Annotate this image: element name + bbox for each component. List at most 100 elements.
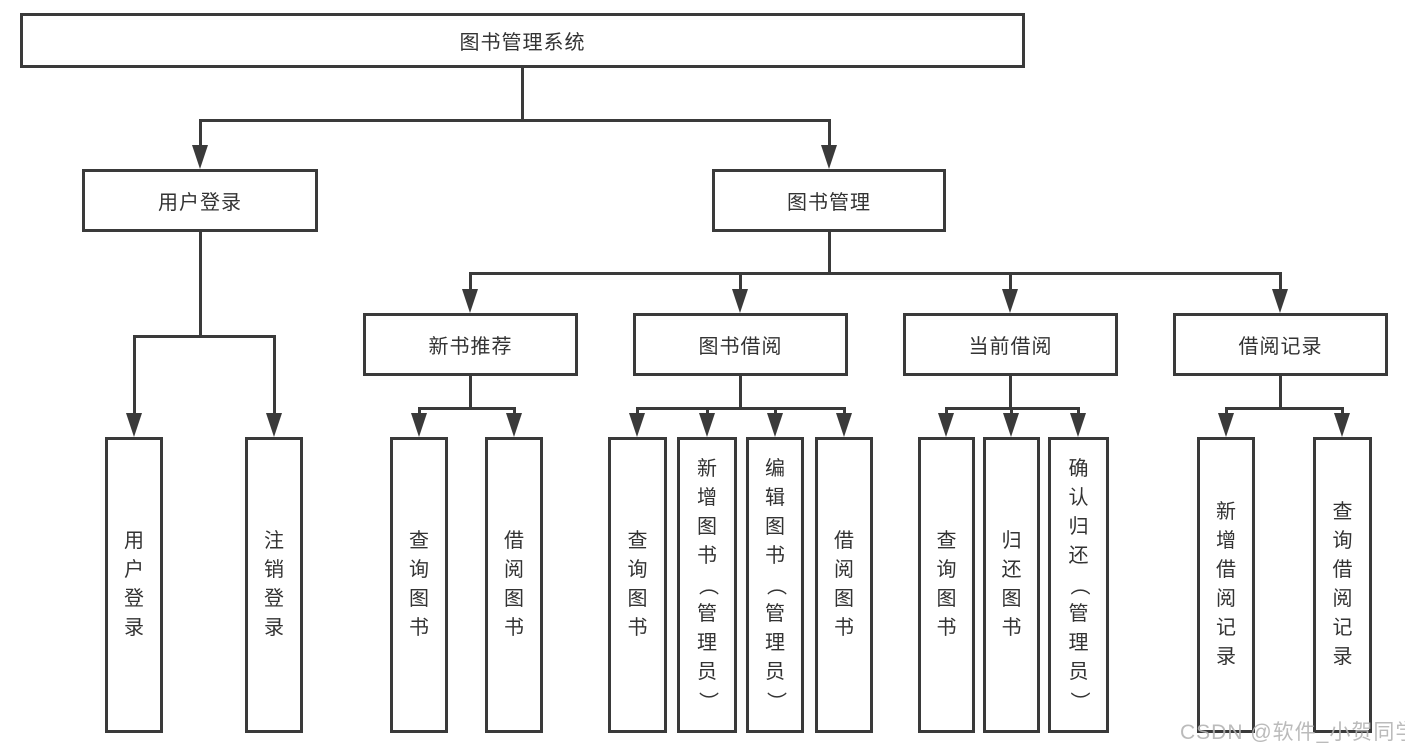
node-label-char: ） (696, 691, 719, 711)
node-label-char: 图 (936, 588, 957, 610)
node-label-char: 管 (697, 602, 717, 625)
connector-line (469, 272, 1282, 275)
node-label-char: 管 (765, 602, 785, 625)
node-label-char: 查 (1332, 501, 1353, 523)
node-label: 图书借阅 (698, 336, 783, 358)
node-leaf-query-borrow-record: 查询借阅记录 (1313, 437, 1372, 733)
connector-line (273, 335, 276, 413)
node-label: 用户登录 (158, 192, 242, 214)
connector-line (521, 68, 524, 122)
connector-line (133, 335, 276, 338)
connector-line (1010, 407, 1013, 413)
node-leaf-add-borrow-record: 新增借阅记录 (1197, 437, 1255, 733)
connector-line (1225, 407, 1228, 413)
node-label-char: 编 (765, 457, 785, 480)
arrow-down-icon (126, 413, 142, 437)
node-label-char: 书 (765, 544, 785, 567)
node-label: 图书管理系统 (459, 32, 586, 54)
node-label-char: 录 (1216, 646, 1236, 668)
node-leaf-query-book-3: 查询图书 (918, 437, 975, 733)
node-label-char: 员 (697, 660, 717, 683)
arrow-down-icon (462, 289, 478, 313)
arrow-down-icon (192, 145, 208, 169)
node-label-char: 书 (834, 617, 854, 639)
node-label-char: 图 (504, 588, 524, 610)
node-current-borrow: 当前借阅 (903, 313, 1118, 376)
connector-line (1341, 407, 1344, 413)
node-label-char: 借 (1216, 559, 1236, 581)
arrow-down-icon (411, 413, 427, 437)
node-label-char: 理 (765, 631, 785, 654)
arrow-down-icon (699, 413, 715, 437)
arrow-down-icon (732, 289, 748, 313)
arrow-down-icon (1334, 413, 1350, 437)
node-label-char: 阅 (1216, 588, 1236, 610)
node-book-borrow: 图书借阅 (633, 313, 848, 376)
node-label-char: （ (1068, 575, 1090, 595)
node-label-char: 新 (697, 457, 717, 480)
node-label-char: 图 (834, 588, 854, 610)
node-label-char: 书 (504, 617, 524, 639)
node-label-char: 注 (264, 530, 284, 552)
node-borrow-records: 借阅记录 (1173, 313, 1388, 376)
node-label-char: 借 (504, 530, 524, 552)
node-label-char: 理 (1068, 631, 1089, 654)
node-label-char: 图 (765, 515, 785, 538)
node-label-char: 销 (264, 559, 284, 581)
node-label-char: 查 (936, 530, 957, 552)
node-label-char: 录 (1332, 646, 1353, 668)
node-leaf-user-login: 用户登录 (105, 437, 163, 733)
node-label-char: 记 (1332, 617, 1353, 639)
node-leaf-edit-book: 编辑图书（管理员） (746, 437, 804, 733)
arrow-down-icon (1070, 413, 1086, 437)
node-label-char: 录 (264, 617, 284, 639)
watermark: CSDN @软件_小贺同学 (1180, 721, 1405, 744)
node-label-char: 员 (765, 660, 785, 683)
connector-line (1009, 272, 1012, 289)
connector-line (469, 376, 472, 410)
node-label-char: 阅 (504, 559, 524, 581)
node-label-char: 书 (936, 617, 957, 639)
node-label: 图书管理 (787, 192, 871, 214)
node-label-char: 借 (834, 530, 854, 552)
node-label-char: 还 (1001, 559, 1022, 581)
connector-line (1279, 376, 1282, 410)
connector-line (739, 376, 742, 410)
node-label-char: 询 (627, 559, 648, 581)
node-label-char: 询 (1332, 530, 1353, 552)
node-leaf-borrow-book-1: 借阅图书 (485, 437, 543, 733)
node-leaf-add-book: 新增图书（管理员） (677, 437, 737, 733)
connector-line (843, 407, 846, 413)
node-label-char: 书 (627, 617, 648, 639)
connector-line (199, 119, 831, 122)
arrow-down-icon (767, 413, 783, 437)
arrow-down-icon (266, 413, 282, 437)
node-label-char: 增 (697, 486, 717, 509)
node-label: 当前借阅 (968, 336, 1053, 358)
node-label-char: 书 (697, 544, 717, 567)
node-label-char: 询 (409, 559, 429, 581)
connector-line (418, 407, 421, 413)
node-label-char: ） (764, 691, 787, 711)
arrow-down-icon (1272, 289, 1288, 313)
node-leaf-borrow-book-2: 借阅图书 (815, 437, 873, 733)
node-label-char: 图 (697, 515, 717, 538)
node-leaf-confirm-return: 确认归还（管理员） (1048, 437, 1109, 733)
node-label-char: 书 (409, 617, 429, 639)
arrow-down-icon (938, 413, 954, 437)
arrow-down-icon (836, 413, 852, 437)
node-leaf-query-book-1: 查询图书 (390, 437, 448, 733)
connector-line (828, 232, 831, 275)
node-leaf-logout: 注销登录 (245, 437, 303, 733)
connector-line (199, 119, 202, 145)
node-label-char: 理 (697, 631, 717, 654)
connector-line (1009, 376, 1012, 410)
node-label-char: 归 (1068, 515, 1089, 538)
node-label-char: 记 (1216, 617, 1236, 639)
node-label-char: 辑 (765, 486, 785, 509)
node-label-char: 归 (1001, 530, 1022, 552)
connector-line (828, 119, 831, 145)
node-book-mgmt: 图书管理 (712, 169, 946, 232)
node-label-char: 阅 (834, 559, 854, 581)
node-label-char: ） (1068, 691, 1090, 711)
